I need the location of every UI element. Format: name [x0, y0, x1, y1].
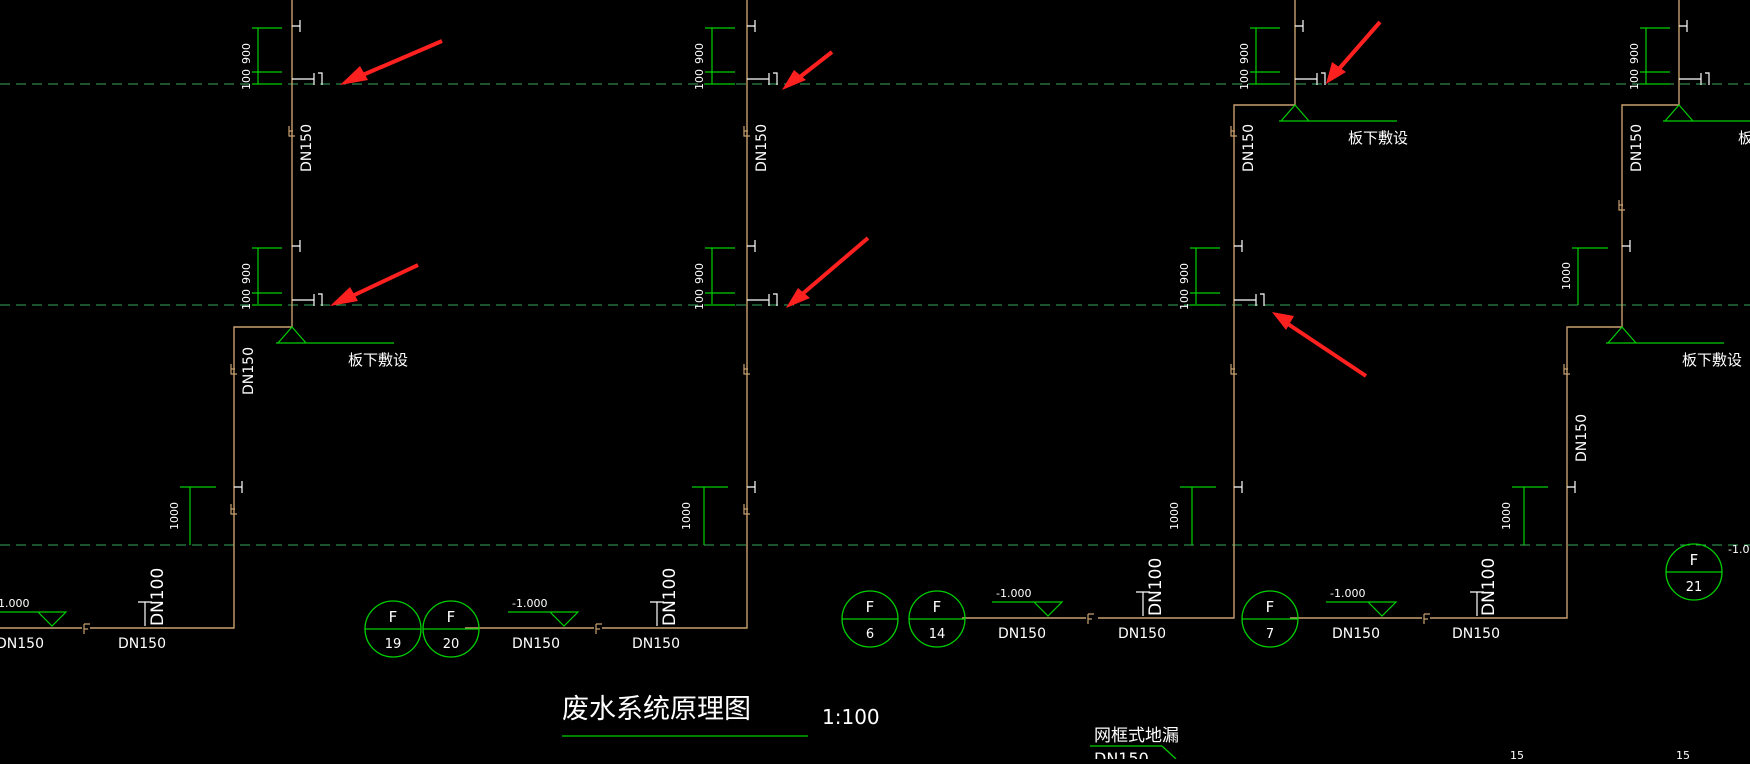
dim-900: 900 [693, 263, 706, 284]
dn-label: DN150 [1332, 626, 1380, 642]
dim-100: 100 [1178, 289, 1191, 310]
marker-letter: F [447, 608, 456, 626]
dimension-marks [180, 27, 1670, 545]
dn-label: DN150 [1452, 626, 1500, 642]
dn-label: DN150 [1629, 124, 1645, 172]
dn-label: DN150 [1241, 124, 1257, 172]
arrow-icon [1272, 312, 1368, 378]
elev-label: -1.000 [512, 597, 547, 610]
dim-100: 100 [1628, 69, 1641, 90]
elev-label: -1.000 [996, 587, 1031, 600]
pipe-stack-4 [1621, 0, 1680, 268]
dim-900: 900 [1238, 43, 1251, 64]
under-slab-label: 板下敷设 [1348, 129, 1408, 147]
drawing-title-block: 废水系统原理图 1:100 [562, 694, 880, 737]
dn-label: DN100 [1146, 558, 1166, 616]
dimension-labels: 900 100 900 100 900 100 900 100 900 100 … [168, 43, 1641, 530]
dn-label: DN150 [118, 636, 166, 652]
partial-label: 15 [1510, 749, 1524, 759]
dn-label: DN150 [1118, 626, 1166, 642]
under-slab-symbols [276, 104, 1750, 344]
dn-label: DN150 [1574, 414, 1590, 462]
dim-100: 100 [693, 69, 706, 90]
dim-900: 900 [240, 43, 253, 64]
marker-19[interactable]: F 19 [364, 600, 422, 658]
elevation-symbols [0, 601, 1398, 627]
pipe-stack-4-lower [1430, 268, 1623, 619]
red-annotation-arrows [330, 20, 1382, 378]
arrow-icon [340, 39, 443, 85]
pipe-stack-1 [90, 0, 293, 629]
arrow-icon [786, 236, 870, 308]
dn-label: DN100 [660, 568, 680, 626]
marker-number: 20 [443, 637, 460, 652]
marker-number: 21 [1686, 580, 1703, 595]
marker-number: 7 [1266, 627, 1274, 642]
dim-100: 100 [240, 69, 253, 90]
dim-100: 100 [693, 289, 706, 310]
arrow-icon [1326, 20, 1382, 84]
under-slab-label: 板下敷设 [1738, 129, 1750, 147]
marker-20[interactable]: F 20 [422, 600, 480, 658]
marker-letter: F [933, 598, 942, 616]
drawing-title: 废水系统原理图 [562, 694, 751, 725]
under-slab-label: 板下敷设 [1682, 351, 1742, 369]
marker-letter: F [1266, 598, 1275, 616]
marker-letter: F [389, 608, 398, 626]
marker-21[interactable]: F 21 [1665, 543, 1723, 601]
dn-label: DN150 [299, 124, 315, 172]
elev-label: -1.000 [1728, 543, 1750, 556]
dim-1000: 1000 [1560, 262, 1573, 290]
dn-label: DN150 [998, 626, 1046, 642]
pipe-fittings [83, 126, 1625, 634]
dim-900: 900 [1628, 43, 1641, 64]
marker-number: 14 [929, 627, 946, 642]
dn-label: DN100 [148, 568, 168, 626]
dn-label: DN150 [241, 347, 257, 395]
marker-14[interactable]: F 14 [908, 590, 966, 648]
dim-1000: 1000 [1168, 502, 1181, 530]
marker-number: 19 [385, 637, 402, 652]
floor-drain-label: 网框式地漏 [1094, 726, 1179, 746]
dim-1000: 1000 [680, 502, 693, 530]
elevation-labels: -1.000 -1.000 -1.000 -1.000 -1.000 [0, 543, 1750, 610]
reference-markers: F 19 F 20 F 6 F 14 F 7 [364, 543, 1723, 658]
dim-900: 900 [693, 43, 706, 64]
dn-label: DN150 [0, 636, 44, 652]
marker-letter: F [1690, 551, 1699, 569]
pipe-stack-3 [1098, 0, 1296, 619]
dn-label: DN100 [1479, 558, 1499, 616]
marker-7[interactable]: F 7 [1241, 590, 1299, 648]
dim-1000: 1000 [168, 502, 181, 530]
arrow-icon [782, 50, 834, 90]
arrow-icon [330, 263, 419, 306]
dim-1000: 1000 [1500, 502, 1513, 530]
dim-100: 100 [1238, 69, 1251, 90]
drain-pipes [0, 0, 1680, 629]
floor-drain-note: 网框式地漏 DN150 15 15 [1090, 726, 1690, 764]
drawing-scale: 1:100 [822, 705, 880, 729]
floor-drain-dn: DN150 [1094, 749, 1149, 759]
elev-label: -1.000 [0, 597, 29, 610]
dim-100: 100 [240, 289, 253, 310]
partial-label: 15 [1676, 749, 1690, 759]
under-slab-label: 板下敷设 [348, 351, 408, 369]
dim-900: 900 [1178, 263, 1191, 284]
pipe-size-labels: DN150 DN150 DN150 DN150 DN150 DN150 DN10… [0, 124, 1645, 652]
dn-label: DN150 [754, 124, 770, 172]
marker-6[interactable]: F 6 [841, 590, 899, 648]
dn-label: DN150 [512, 636, 560, 652]
pipe-stubs [234, 20, 1710, 493]
dn-label: DN150 [632, 636, 680, 652]
dim-900: 900 [240, 263, 253, 284]
marker-number: 6 [866, 627, 874, 642]
vent-caps [138, 591, 1484, 626]
dashed-grid-lines [0, 83, 1750, 546]
marker-letter: F [866, 598, 875, 616]
pipe-stack-2 [602, 0, 748, 629]
elev-label: -1.000 [1330, 587, 1365, 600]
under-slab-labels: 板下敷设 板下敷设 板下敷设 板下敷设 [348, 129, 1750, 369]
